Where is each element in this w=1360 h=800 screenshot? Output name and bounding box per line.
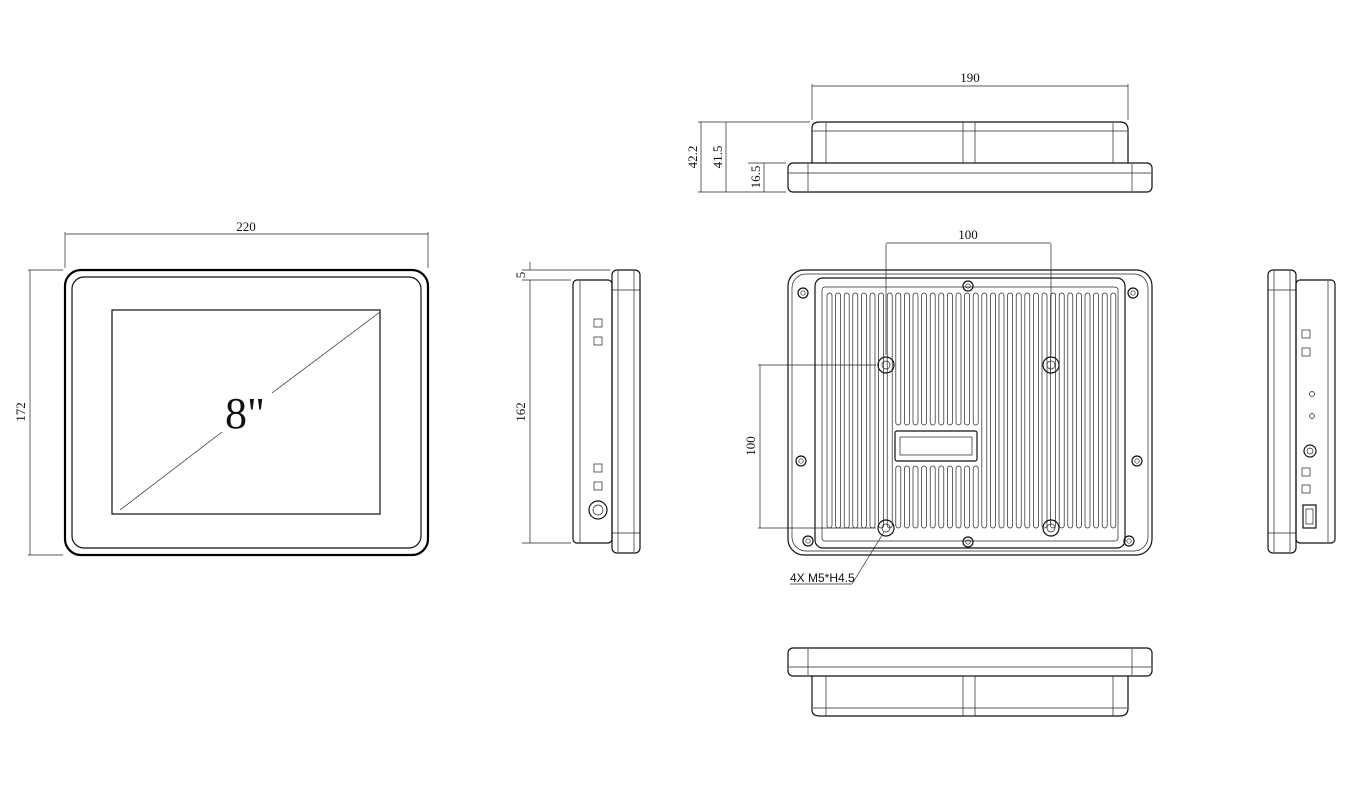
screw-center [965, 539, 971, 545]
screen-size-label: 8" [225, 389, 265, 438]
hole-spacing-h-dimension: 100 [958, 227, 978, 242]
fin [1024, 292, 1031, 529]
left-side-view: 5 162 [513, 262, 641, 554]
hole-spacing-v-dimension: 100 [743, 436, 758, 456]
fin [947, 465, 953, 529]
fin [964, 465, 970, 529]
screw-icon [962, 536, 974, 548]
fin [955, 465, 962, 529]
fin [895, 465, 902, 529]
fin [1084, 292, 1091, 529]
fin [878, 292, 884, 529]
mount-hole-inner [881, 360, 891, 370]
fin [904, 465, 910, 529]
fin [981, 292, 988, 529]
fin [972, 292, 979, 426]
fin [861, 292, 867, 529]
mount-hole-callout: 4X M5*H4.5 [790, 571, 855, 585]
screw-icon [1131, 455, 1143, 467]
fin [990, 292, 996, 529]
top-width-dimension: 190 [960, 70, 980, 85]
fin [1007, 292, 1013, 529]
fin [912, 465, 919, 529]
usb-port [1302, 504, 1317, 529]
mount-hole-inner [1046, 523, 1056, 533]
cooling-fins [826, 292, 1117, 529]
fin [886, 292, 893, 529]
screw-icon [802, 535, 814, 547]
right-side-view [1267, 269, 1336, 554]
fin [852, 292, 859, 529]
fin [955, 292, 962, 426]
mount-hole [1042, 519, 1060, 537]
panel-depth-dimension: 16.5 [748, 166, 763, 189]
screw-icon [1127, 287, 1139, 299]
screw-center [805, 538, 811, 544]
screw-center [1126, 538, 1132, 544]
total-depth-dimension: 42.2 [685, 146, 700, 169]
width-dimension: 220 [236, 219, 256, 234]
fin [826, 292, 833, 529]
fin [1058, 292, 1065, 529]
screw-center [1130, 290, 1136, 296]
fin [1067, 292, 1074, 529]
screw-center [798, 458, 804, 464]
mount-hole [877, 356, 895, 374]
mount-hole [1042, 356, 1060, 374]
fin [912, 292, 919, 426]
fin [938, 465, 945, 529]
fin [1033, 292, 1039, 529]
fin [938, 292, 945, 426]
fin [964, 292, 970, 426]
fin [1050, 292, 1056, 529]
fin [947, 292, 953, 426]
body-depth-dimension: 41.5 [710, 146, 725, 169]
screw-icon [1123, 535, 1135, 547]
screw-icon [795, 455, 807, 467]
fin [1076, 292, 1082, 529]
fin [1101, 292, 1108, 529]
front-view: 8" 220 172 [13, 219, 430, 557]
fin [904, 292, 910, 426]
fin [998, 292, 1005, 529]
fin [843, 292, 850, 529]
back-view: 100 100 4X M5*H4.5 [743, 227, 1153, 585]
height-dimension: 172 [13, 402, 28, 422]
fin [835, 292, 841, 529]
bottom-view [787, 647, 1153, 717]
fin [1041, 292, 1048, 529]
fin [921, 292, 927, 426]
connector [894, 430, 978, 462]
fin [929, 292, 936, 426]
side-height-dimension: 162 [513, 402, 528, 422]
fin [972, 465, 979, 529]
mount-hole-inner [881, 523, 891, 533]
mount-hole [877, 519, 895, 537]
screw-center [1134, 458, 1140, 464]
fin [895, 292, 902, 426]
fin [869, 292, 876, 529]
screen-area [111, 309, 381, 515]
top-view: 190 42.2 41.5 16.5 [685, 70, 1153, 193]
fin [1093, 292, 1099, 529]
fin [921, 465, 927, 529]
bezel-dimension: 5 [513, 272, 528, 279]
screw-icon [962, 280, 974, 292]
fin [1015, 292, 1022, 529]
mount-hole-inner [1046, 360, 1056, 370]
fin [1110, 292, 1117, 529]
fin [929, 465, 936, 529]
screw-center [965, 283, 971, 289]
screw-icon [797, 287, 809, 299]
screw-center [800, 290, 806, 296]
